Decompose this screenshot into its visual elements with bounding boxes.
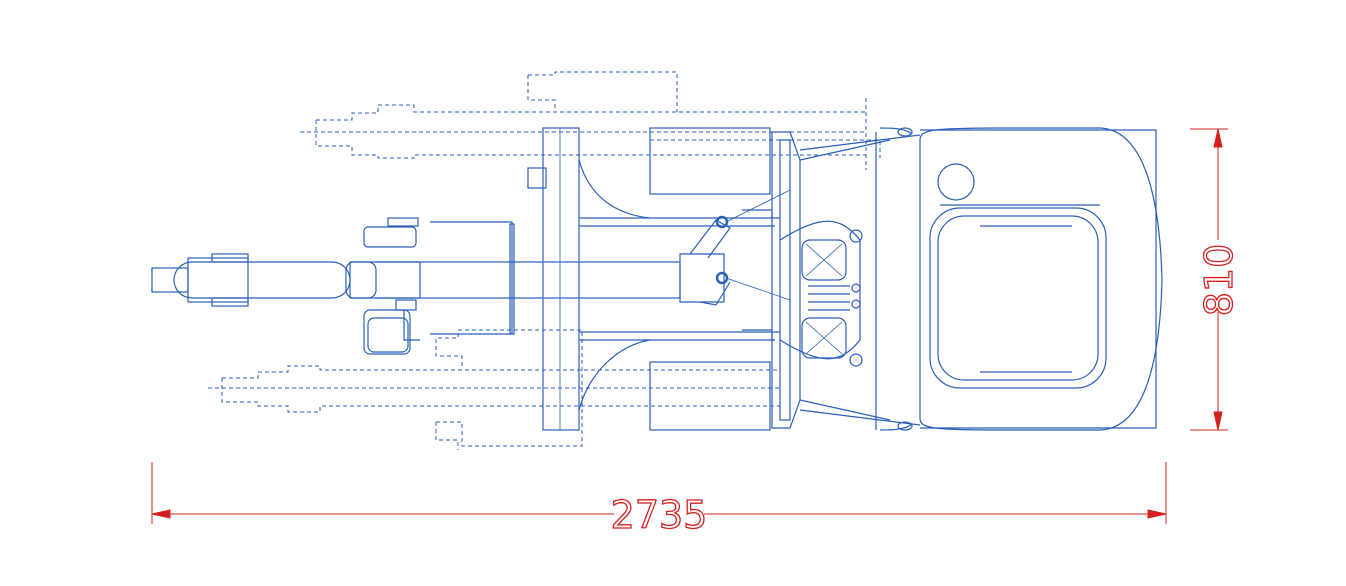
length-label: 2735 <box>611 493 708 537</box>
width-label: 810 <box>1197 244 1241 317</box>
lower-track-dashed <box>208 329 780 450</box>
upper-track-dashed <box>300 71 881 170</box>
boom-arm <box>349 189 791 335</box>
dozer-blade <box>527 127 651 431</box>
bucket-linkage <box>151 253 420 307</box>
boom-cylinders <box>363 217 420 355</box>
swing-frame <box>771 131 921 430</box>
width-dimension: 810 <box>1190 128 1242 431</box>
track-idlers <box>879 127 913 431</box>
cab-body <box>919 127 1163 431</box>
lower-track <box>579 329 780 431</box>
length-dimension: 2735 <box>151 462 1167 538</box>
upper-track <box>579 127 780 227</box>
